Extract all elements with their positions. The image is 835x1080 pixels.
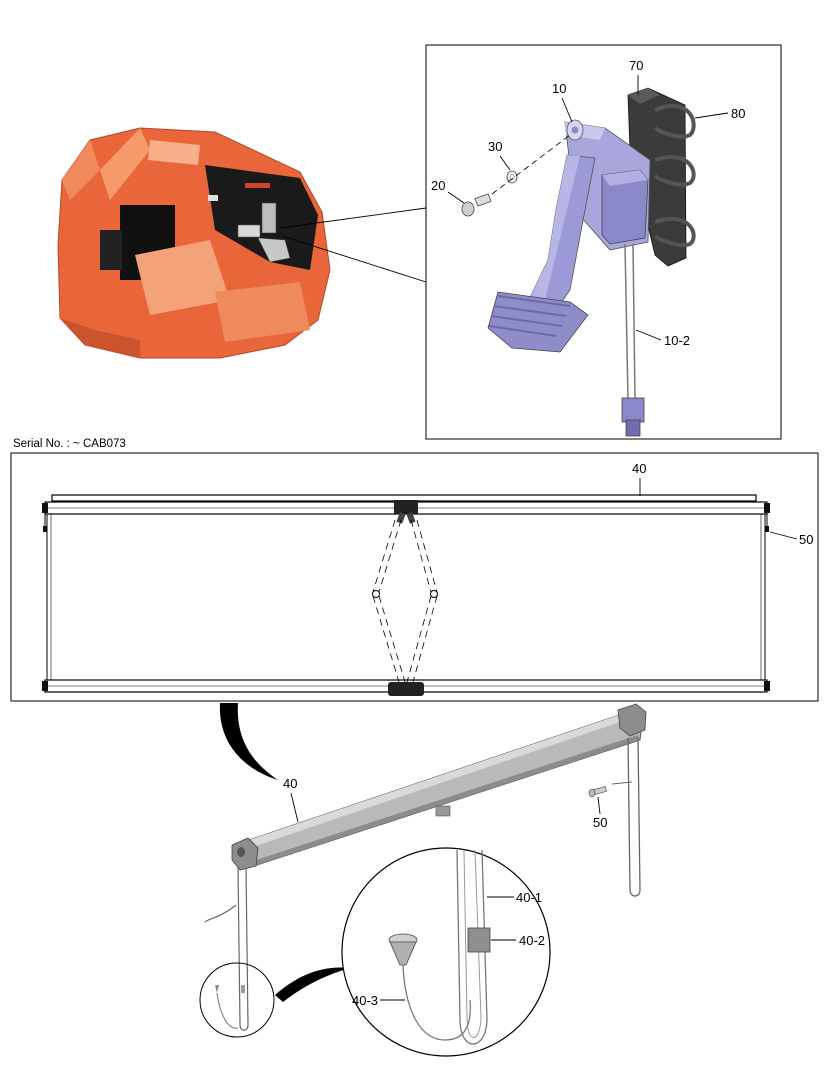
cab-overview-illustration <box>57 127 427 359</box>
callout-20: 20 <box>431 178 445 193</box>
callout-50-front: 50 <box>799 532 813 547</box>
callout-80: 80 <box>731 106 745 121</box>
callout-70: 70 <box>629 58 643 73</box>
pedal-location-detail <box>208 195 291 263</box>
callout-10-2: 10-2 <box>664 333 690 348</box>
sunshade-front-view <box>42 494 770 696</box>
zoom-pointer-arrow <box>275 967 350 1002</box>
callout-40-2: 40-2 <box>519 933 545 948</box>
pedal-detail-frame <box>425 44 782 440</box>
callout-40-roller: 40 <box>283 776 297 791</box>
callout-40-3: 40-3 <box>352 993 378 1008</box>
accelerator-pedal-illustration <box>461 87 696 437</box>
callout-40-front: 40 <box>632 461 646 476</box>
callout-40-1: 40-1 <box>516 890 542 905</box>
callout-30: 30 <box>488 139 502 154</box>
small-detail-circle <box>199 962 275 1038</box>
callout-10: 10 <box>552 81 566 96</box>
roller-assembly-illustration <box>204 703 647 1031</box>
callout-50-roller: 50 <box>593 815 607 830</box>
roller-callouts: 40 50 40-1 40-2 40-3 <box>283 776 607 1008</box>
serial-number-note: Serial No. : ~ CAB073 <box>13 438 126 450</box>
detail-pointer-arrow <box>219 703 278 780</box>
sunshade-front-callouts: 40 50 <box>632 461 813 547</box>
sunshade-front-frame <box>10 452 819 702</box>
pedal-callouts: 70 80 10 30 20 10-2 <box>431 58 745 348</box>
large-detail-circle <box>341 847 551 1057</box>
